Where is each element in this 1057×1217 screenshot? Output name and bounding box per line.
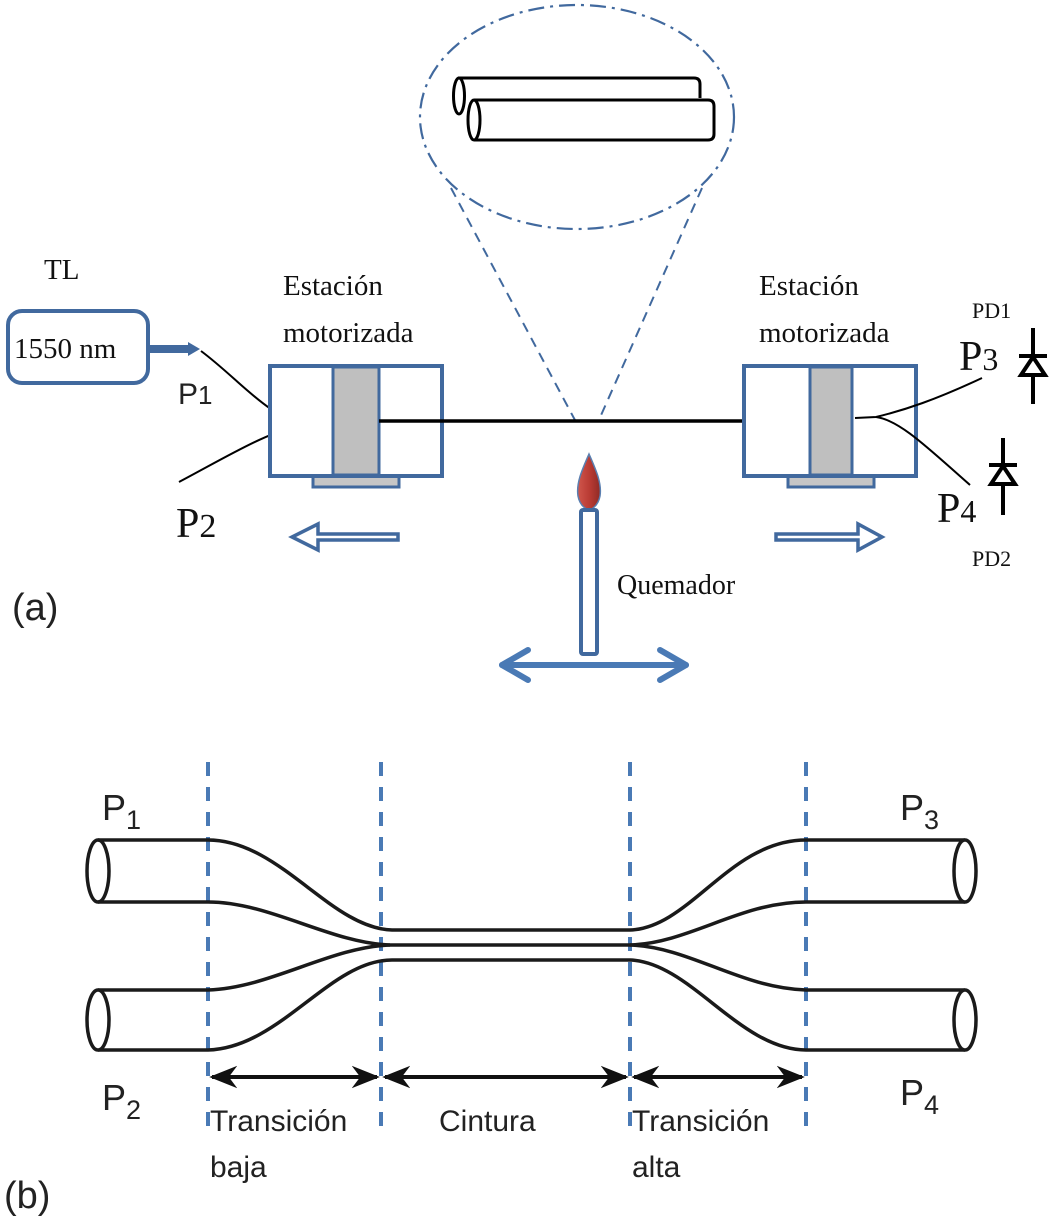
left-motorized-stage: Estación motorizada: [268, 270, 444, 553]
port-p1-label: P1: [178, 378, 212, 411]
b-port-p1-label: P1: [102, 787, 141, 835]
pd1-label: PD1: [972, 298, 1011, 323]
port-p3-label: P3: [959, 334, 998, 380]
right-stage-title-1: Estación: [759, 270, 859, 302]
left-stage-arrow: [288, 521, 400, 553]
right-stage-title-2: motorizada: [759, 317, 890, 349]
fiber-p4: [875, 416, 971, 486]
laser-output-arrow: [150, 342, 200, 356]
fiber-p3: [854, 377, 983, 419]
left-stage-title-2: motorizada: [283, 317, 414, 349]
burner: Quemador: [499, 452, 736, 683]
coupler-fibers: [85, 838, 978, 1052]
flame-icon: [576, 452, 602, 511]
right-motorized-stage: Estación motorizada: [742, 270, 918, 553]
region-high-transition-line2: alta: [632, 1151, 681, 1184]
zoom-inset: [418, 3, 736, 423]
region-low-transition-line2: baja: [210, 1151, 267, 1184]
panel-a-label: (a): [12, 587, 58, 629]
b-port-p2-label: P2: [102, 1077, 141, 1125]
b-port-p4-label: P4: [900, 1072, 939, 1120]
port-p2-label: P2: [176, 501, 216, 547]
inset-ellipse: [418, 3, 736, 231]
inset-fiber-front: [466, 98, 716, 142]
b-port-p3-label: P3: [900, 787, 939, 835]
laser-wavelength: 1550 nm: [14, 333, 117, 365]
panel-a: TL 1550 nm P1 P2 Estación motorizada Est…: [6, 3, 1049, 683]
inset-fiber-back: [452, 76, 702, 116]
burner-label: Quemador: [617, 570, 736, 601]
region-low-transition-line1: Transición: [210, 1105, 347, 1138]
inset-leader-left: [450, 187, 577, 423]
panel-b: P1 P2 P3 P4 Transición baja Cintura Tran…: [4, 762, 978, 1217]
burner-motion-arrow: [499, 647, 689, 683]
laser-title: TL: [44, 254, 79, 286]
panel-b-label: (b): [4, 1175, 50, 1217]
left-stage-title-1: Estación: [283, 270, 383, 302]
pd2-label: PD2: [972, 546, 1011, 571]
laser-box: [6, 309, 150, 385]
port-p4-label: P4: [937, 486, 976, 532]
region-waist-label: Cintura: [439, 1105, 536, 1138]
photodiode-pd2-icon: [987, 438, 1019, 515]
inset-leader-right: [597, 187, 703, 423]
region-high-transition-line1: Transición: [632, 1105, 769, 1138]
right-stage-arrow: [774, 521, 886, 553]
photodiode-pd1-icon: [1017, 328, 1049, 404]
